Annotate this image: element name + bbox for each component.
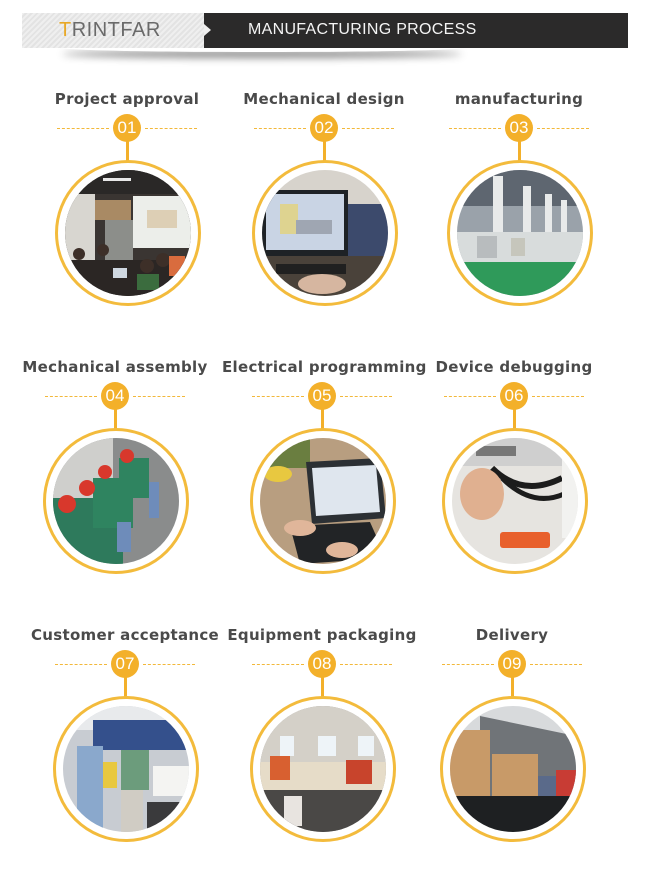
delivery-truck-photo xyxy=(450,706,576,832)
process-step-9: Delivery 09 xyxy=(412,626,612,886)
step-number-badge: 02 xyxy=(310,114,338,142)
process-step-6: Device debugging 06 xyxy=(414,358,614,618)
dashed-line xyxy=(532,396,584,397)
step-label: Device debugging xyxy=(435,358,593,376)
step-label: Electrical programming xyxy=(222,358,427,376)
page-title: MANUFACTURING PROCESS xyxy=(248,21,477,38)
dashed-line xyxy=(254,128,306,129)
assembly-line-photo xyxy=(53,438,179,564)
dashed-line xyxy=(342,128,394,129)
step-photo-frame xyxy=(43,428,189,574)
header-banner: TRINTFAR MANUFACTURING PROCESS xyxy=(22,13,628,48)
dashed-line xyxy=(55,664,107,665)
connector-stem xyxy=(517,140,521,162)
step-photo-frame xyxy=(447,160,593,306)
step-label: Mechanical design xyxy=(243,90,405,108)
meeting-room-photo xyxy=(65,170,191,296)
dashed-line xyxy=(444,396,496,397)
step-number-badge: 03 xyxy=(505,114,533,142)
step-photo-frame xyxy=(250,696,396,842)
dashed-line xyxy=(252,664,304,665)
connector-stem xyxy=(510,676,514,698)
device-debugging-photo xyxy=(452,438,578,564)
step-photo-frame xyxy=(442,428,588,574)
connector-stem xyxy=(512,408,516,430)
step-label: Project approval xyxy=(54,90,200,108)
step-number-badge: 09 xyxy=(498,650,526,678)
equipment-packaging-photo xyxy=(260,706,386,832)
step-photo-frame xyxy=(53,696,199,842)
step-photo-frame xyxy=(440,696,586,842)
cad-design-photo xyxy=(262,170,388,296)
step-number-badge: 05 xyxy=(308,382,336,410)
step-number-badge: 01 xyxy=(113,114,141,142)
step-label: manufacturing xyxy=(454,90,584,108)
connector-stem xyxy=(320,408,324,430)
step-number-badge: 04 xyxy=(101,382,129,410)
dashed-line xyxy=(530,664,582,665)
company-logo: TRINTFAR xyxy=(59,19,161,42)
connector-stem xyxy=(320,676,324,698)
step-photo-frame xyxy=(252,160,398,306)
step-number-badge: 08 xyxy=(308,650,336,678)
dashed-line xyxy=(537,128,589,129)
connector-stem xyxy=(125,140,129,162)
customer-acceptance-photo xyxy=(63,706,189,832)
step-number-badge: 06 xyxy=(500,382,528,410)
process-step-2: Mechanical design 02 xyxy=(224,90,424,350)
dashed-line xyxy=(252,396,304,397)
title-bar: MANUFACTURING PROCESS xyxy=(204,13,628,48)
dashed-line xyxy=(340,396,392,397)
dashed-line xyxy=(449,128,501,129)
process-step-1: Project approval 01 xyxy=(27,90,227,350)
logo-first-letter: T xyxy=(59,19,72,41)
step-number-badge: 07 xyxy=(111,650,139,678)
connector-stem xyxy=(123,676,127,698)
dashed-line xyxy=(57,128,109,129)
laptop-programming-photo xyxy=(260,438,386,564)
process-step-7: Customer acceptance 07 xyxy=(25,626,225,886)
step-label: Equipment packaging xyxy=(227,626,417,644)
process-step-8: Equipment packaging 08 xyxy=(222,626,422,886)
step-label: Customer acceptance xyxy=(30,626,220,644)
cnc-workshop-photo xyxy=(457,170,583,296)
process-step-4: Mechanical assembly 04 xyxy=(15,358,215,618)
step-label: Delivery xyxy=(475,626,549,644)
step-label: Mechanical assembly xyxy=(22,358,208,376)
connector-stem xyxy=(113,408,117,430)
dashed-line xyxy=(442,664,494,665)
process-step-3: manufacturing 03 xyxy=(419,90,619,350)
dashed-line xyxy=(145,128,197,129)
connector-stem xyxy=(322,140,326,162)
step-photo-frame xyxy=(250,428,396,574)
logo-text: RINTFAR xyxy=(71,19,161,41)
process-step-5: Electrical programming 05 xyxy=(222,358,427,618)
dashed-line xyxy=(133,396,185,397)
dashed-line xyxy=(45,396,97,397)
dashed-line xyxy=(340,664,392,665)
dashed-line xyxy=(143,664,195,665)
step-photo-frame xyxy=(55,160,201,306)
logo-area: TRINTFAR xyxy=(22,13,204,48)
arrow-icon xyxy=(204,24,211,36)
